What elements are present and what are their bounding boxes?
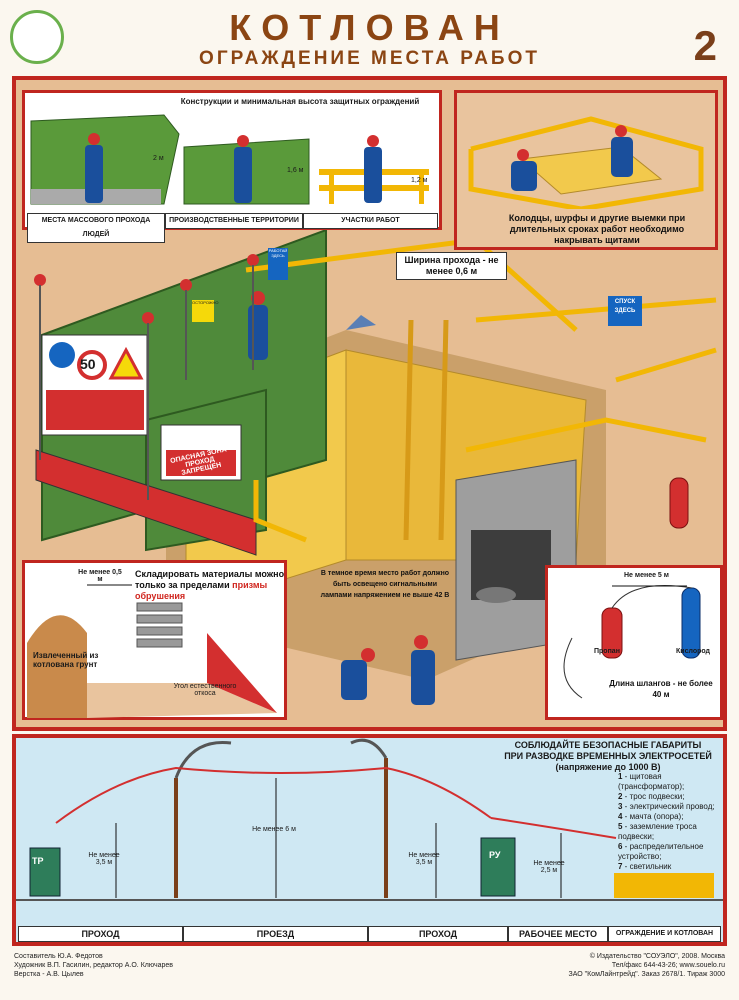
distance-5m: Не менее 5 м: [624, 572, 669, 579]
collapse-prism-text: призмы обрушения: [135, 580, 268, 601]
distance-0-5m: Не менее 0,5 м: [78, 569, 122, 583]
legend-item: 2 - трос подвески;: [618, 792, 685, 801]
label-production-territory: ПРОИЗВОДСТВЕННЫЕ ТЕРРИТОРИИ: [165, 213, 303, 229]
legend-item: 6 - распределительное устройство;: [618, 842, 704, 861]
legend-item: 3 - электрический провод;: [618, 802, 715, 811]
credit-line: © Издательство "СОУЭЛО", 2008. Москва: [589, 953, 725, 960]
pit-cover-illustration: [468, 116, 704, 209]
height-1-2m-label: 1,2 м: [411, 177, 428, 184]
storage-illustration: [27, 584, 277, 718]
natural-slope-label: Угол естественного откоса: [173, 683, 237, 697]
credit-line: ЗАО "КомЛайнтрейд". Заказ 2678/1. Тираж …: [568, 971, 726, 978]
dim-3-5m-right: Не менее 3,5 м: [408, 852, 440, 866]
transformer-box-label: ТР: [32, 856, 44, 866]
caution-sign: ОСТОРОЖНО: [192, 300, 219, 322]
fence-heights-panel: Конструкции и минимальная высота защитны…: [22, 90, 442, 243]
electric-legend: 1 - щитовая (трансформатор); 2 - трос по…: [618, 772, 718, 872]
legend-item: 7 - светильник: [618, 862, 672, 871]
credit-line: Тел/факс 644-43-26; www.souelo.ru: [611, 962, 725, 969]
electric-rules-heading: СОБЛЮДАЙТЕ БЕЗОПАСНЫЕ ГАБАРИТЫ ПРИ РАЗВО…: [498, 740, 718, 773]
descent-here-sign: СПУСК ЗДЕСЬ: [608, 296, 642, 326]
credits-left: Составитель Ю.А. Федотов Художник В.П. Г…: [14, 952, 173, 979]
legend-item: 4 - мачта (опора);: [618, 812, 684, 821]
poster-subtitle: ОГРАЖДЕНИЕ МЕСТА РАБОТ: [199, 48, 540, 69]
excavated-soil-label: Извлеченный из котлована грунт: [33, 651, 99, 669]
dim-2-5m: Не менее 2,5 м: [533, 860, 565, 874]
zone-fence-pit: ОГРАЖДЕНИЕ И КОТЛОВАН: [608, 926, 721, 942]
credit-line: Верстка - А.В. Цылев: [14, 971, 84, 978]
label-mass-passage: МЕСТА МАССОВОГО ПРОХОДА ЛЮДЕЙ: [27, 213, 165, 243]
dim-6m: Не менее 6 м: [252, 826, 296, 833]
electric-heading-3: (напряжение до 1000 В): [555, 762, 661, 772]
speed-limit-sign: 50: [80, 356, 96, 372]
electric-lines-diagram: [16, 738, 723, 901]
lighting-note: В темное время место работ должно быть о…: [320, 570, 450, 599]
gas-cylinders-illustration: [563, 585, 701, 699]
height-1-6m-label: 1,6 м: [287, 167, 304, 174]
height-2m-label: 2 м: [153, 155, 164, 162]
poster-title-block: КОТЛОВАН ОГРАЖДЕНИЕ МЕСТА РАБОТ: [0, 8, 739, 70]
gas-cylinders-panel: Не менее 5 м Пропан Кислород Длина шланг…: [545, 565, 723, 720]
poster-title: КОТЛОВАН: [229, 7, 510, 48]
zone-driveway: ПРОЕЗД: [183, 926, 368, 942]
publisher-logo: [10, 10, 64, 64]
storage-rule-text: Складировать материалы можно только за п…: [135, 569, 285, 590]
fence-heights-illustration: [30, 114, 429, 205]
storage-panel: Не менее 0,5 м Складировать материалы мо…: [22, 560, 287, 720]
zone-passage-right: ПРОХОД: [368, 926, 508, 942]
oxygen-label: Кислород: [676, 648, 711, 655]
passage-width-callout: Ширина прохода - не менее 0,6 м: [396, 252, 507, 280]
pit-cover-caption: Колодцы, шурфы и другие выемки при длите…: [508, 213, 686, 245]
legend-item: 1 - щитовая (трансформатор);: [618, 772, 685, 791]
credits-right: © Издательство "СОУЭЛО", 2008. Москва Те…: [569, 952, 726, 979]
electric-heading-1: СОБЛЮДАЙТЕ БЕЗОПАСНЫЕ ГАБАРИТЫ: [514, 740, 702, 750]
credit-line: Художник В.П. Гасилин, редактор А.О. Клю…: [14, 962, 173, 969]
fence-heights-heading: Конструкции и минимальная высота защитны…: [180, 97, 420, 106]
propane-label: Пропан: [594, 648, 620, 655]
dim-3-5m-left: Не менее 3,5 м: [88, 852, 120, 866]
legend-item: 5 - заземление троса подвески;: [618, 822, 697, 841]
work-here-sign: РАБОТАЙ ЗДЕСЬ: [268, 248, 288, 280]
sheet-number: 2: [693, 22, 717, 69]
hose-length-note: Длина шлангов - не более 40 м: [609, 679, 713, 699]
electric-heading-2: ПРИ РАЗВОДКЕ ВРЕМЕННЫХ ЭЛЕКТРОСЕТЕЙ: [504, 751, 712, 761]
pit-cover-panel: Колодцы, шурфы и другие выемки при длите…: [454, 90, 718, 250]
distribution-box-label: РУ: [489, 850, 501, 860]
credit-line: Составитель Ю.А. Федотов: [14, 953, 103, 960]
zone-workplace: РАБОЧЕЕ МЕСТО: [508, 926, 608, 942]
zone-passage-left: ПРОХОД: [18, 926, 183, 942]
storage-rule: Складировать материалы можно только за п…: [135, 569, 285, 602]
label-work-sites: УЧАСТКИ РАБОТ: [303, 213, 438, 229]
